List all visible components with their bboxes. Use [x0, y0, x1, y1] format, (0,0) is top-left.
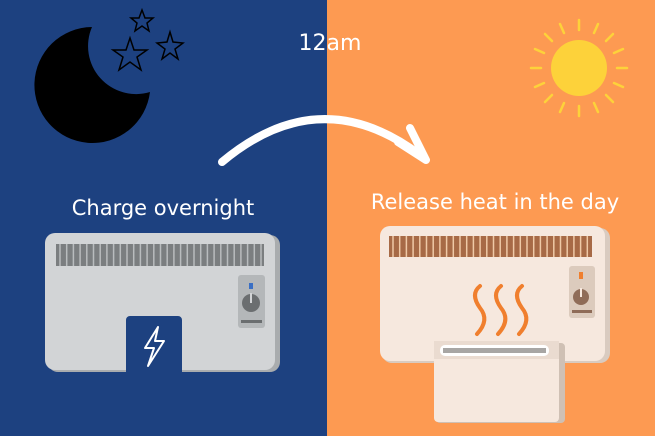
night-caption: Charge overnight — [71, 196, 255, 220]
day-caption: Release heat in the day — [370, 190, 620, 214]
heat-waves-icon — [473, 284, 529, 336]
stars-icon — [110, 7, 185, 72]
lightning-bolt-icon — [144, 326, 165, 367]
storage-heater-charging — [45, 233, 280, 372]
sun-icon — [529, 18, 629, 118]
arrow-icon — [218, 115, 430, 166]
moon-icon — [34, 27, 150, 143]
storage-heater-releasing — [380, 226, 610, 423]
time-label: 12am — [298, 31, 362, 56]
